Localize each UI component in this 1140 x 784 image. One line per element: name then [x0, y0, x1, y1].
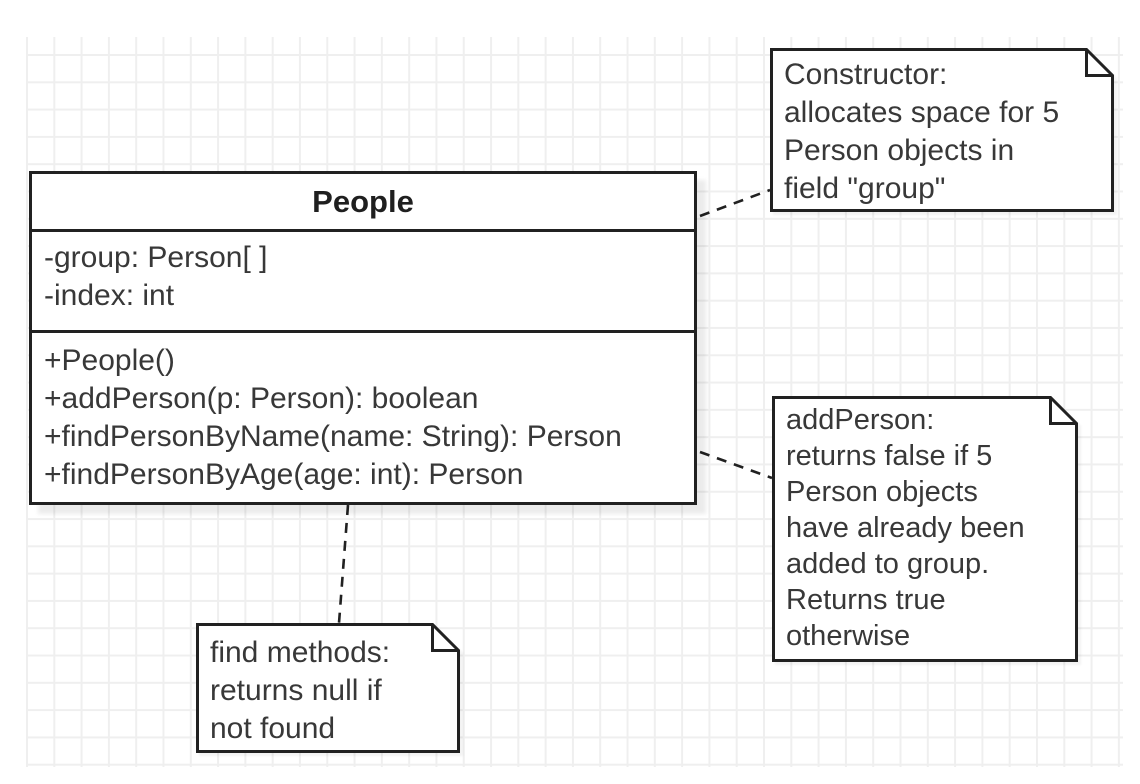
uml-class-people[interactable]: People -group: Person[ ] -index: int +Pe…: [29, 171, 697, 505]
class-attribute: -group: Person[ ]: [44, 241, 268, 274]
note-outline: [196, 623, 460, 753]
note-text: find methods: returns null if not found: [210, 636, 391, 745]
note-text: addPerson: returns false if 5 Person obj…: [786, 404, 1025, 652]
note-folded-corner-icon: [1049, 397, 1077, 425]
note-outline: [770, 48, 1114, 212]
class-method: +People(): [44, 344, 175, 377]
connector-addperson-note[interactable]: [699, 450, 773, 480]
class-method: +findPersonByAge(age: int): Person: [44, 458, 524, 491]
note-folded-corner-icon: [1085, 49, 1113, 77]
note-find-methods[interactable]: find methods: returns null if not found: [196, 623, 460, 753]
class-methods-section: +People() +addPerson(p: Person): boolean…: [32, 333, 694, 494]
note-addperson[interactable]: addPerson: returns false if 5 Person obj…: [772, 396, 1078, 662]
class-attribute: -index: int: [44, 279, 175, 312]
note-folded-corner-icon: [431, 624, 459, 652]
note-constructor[interactable]: Constructor: allocates space for 5 Perso…: [770, 48, 1114, 212]
connector-find-note[interactable]: [337, 504, 350, 624]
class-attributes-section: -group: Person[ ] -index: int: [32, 232, 694, 333]
note-outline: [772, 396, 1078, 662]
class-method: +findPersonByName(name: String): Person: [44, 420, 622, 453]
class-method: +addPerson(p: Person): boolean: [44, 382, 479, 415]
note-text: Constructor: allocates space for 5 Perso…: [784, 58, 1060, 205]
class-title: People: [32, 174, 694, 232]
connector-constructor-note[interactable]: [699, 188, 771, 218]
